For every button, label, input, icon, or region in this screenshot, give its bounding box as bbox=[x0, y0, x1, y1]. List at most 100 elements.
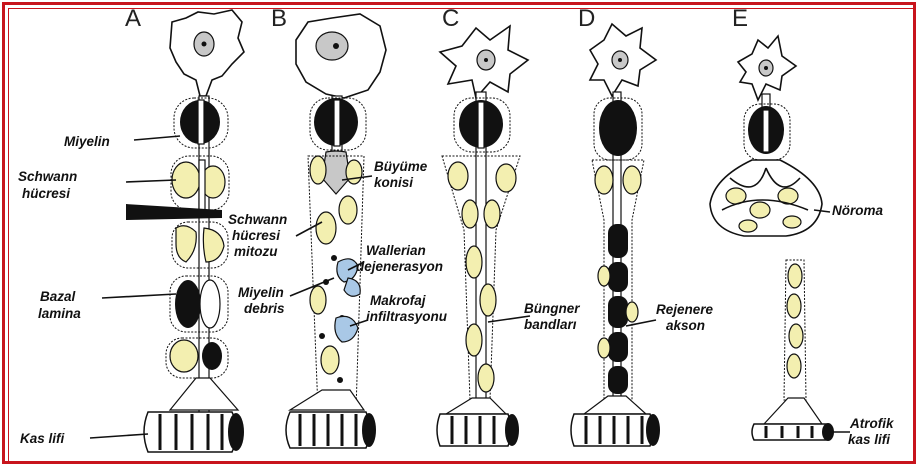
label-rejenere-line2: akson bbox=[666, 318, 705, 333]
neuron-e-nucleolus bbox=[764, 66, 768, 70]
neuron-d-myelin-5 bbox=[608, 332, 628, 362]
neuron-a-myelin-3 bbox=[202, 342, 222, 370]
label-miyelin-debris-line1: Miyelin bbox=[238, 285, 284, 300]
neuron-a-axon-bulge bbox=[200, 280, 220, 328]
neuron-d-schwann-1 bbox=[595, 166, 613, 194]
neuron-d-schwann-4 bbox=[626, 302, 638, 322]
neuron-d-endplate bbox=[584, 396, 646, 414]
label-makrofaj-line2: infiltrasyonu bbox=[366, 309, 448, 324]
neuron-b-axon-core bbox=[334, 100, 340, 146]
label-bungner-line2: bandları bbox=[524, 317, 577, 332]
label-noroma: Nöroma bbox=[832, 203, 883, 218]
label-schwann-mitoz-line2: hücresi bbox=[232, 228, 280, 243]
neuron-d-myelin-1 bbox=[599, 100, 637, 156]
label-rejenere-line1: Rejenere bbox=[656, 302, 714, 317]
neuron-d-myelin-2 bbox=[608, 224, 628, 258]
label-miyelin-debris-line2: debris bbox=[244, 301, 285, 316]
label-makrofaj-line1: Makrofaj bbox=[370, 293, 426, 308]
leader-schwann bbox=[126, 180, 176, 182]
neuron-a-axon-core-2 bbox=[199, 160, 205, 210]
neuron-b-schwann-2 bbox=[346, 160, 362, 184]
neuron-b-nucleolus bbox=[333, 43, 339, 49]
neuron-a-myelin-2 bbox=[175, 280, 201, 328]
neuron-c-schwann-5 bbox=[466, 246, 482, 278]
neuron-c-schwann-7 bbox=[466, 324, 482, 356]
label-wallerian-line1: Wallerian bbox=[366, 243, 426, 258]
neuron-a-axon-core-1 bbox=[198, 100, 204, 144]
debris-dot bbox=[319, 333, 325, 339]
neuron-b-schwann-5 bbox=[321, 346, 339, 374]
neuron-e-axon-core bbox=[763, 110, 769, 152]
label-schwann-mitoz-line1: Schwann bbox=[228, 212, 287, 227]
stage-letter-d: D bbox=[578, 5, 595, 32]
neuron-e bbox=[710, 36, 834, 441]
neuron-e-neuroma-cell-5 bbox=[783, 216, 801, 228]
neuron-b-schwann-4 bbox=[310, 286, 326, 314]
neuron-b-macrophage-3 bbox=[335, 316, 358, 342]
label-atrofik-line1: Atrofik bbox=[849, 416, 895, 431]
debris-dot bbox=[331, 255, 337, 261]
neuron-e-distal-schwann-3 bbox=[789, 324, 803, 348]
neuron-b-endplate bbox=[290, 390, 364, 410]
neuron-b-muscle-end bbox=[362, 413, 376, 447]
neuron-c-schwann-8 bbox=[478, 364, 494, 392]
neuron-b-schwann-1 bbox=[310, 156, 326, 184]
neuron-c-schwann-1 bbox=[448, 162, 468, 190]
neuron-a-schwann-1 bbox=[172, 162, 200, 198]
label-wallerian-line2: dejenerasyon bbox=[356, 259, 443, 274]
neuron-d-myelin-4 bbox=[608, 296, 628, 328]
neuron-a-schwann-4 bbox=[203, 228, 224, 262]
label-schwann-line2: hücresi bbox=[22, 186, 70, 201]
neuron-a-endplate bbox=[170, 378, 238, 410]
neuron-a bbox=[126, 10, 244, 452]
neuron-c-nucleolus bbox=[484, 58, 488, 62]
neuron-b-schwann-3 bbox=[339, 196, 357, 224]
neuron-e-distal-schwann-4 bbox=[787, 354, 801, 378]
leader-miyelin bbox=[134, 136, 180, 140]
neuron-e-endplate bbox=[764, 398, 822, 424]
stage-letter-c: C bbox=[442, 5, 459, 32]
label-kas-lifi: Kas lifi bbox=[20, 431, 65, 446]
stage-letter-e: E bbox=[732, 5, 748, 32]
stage-letter-b: B bbox=[271, 5, 287, 32]
label-buyume-line2: konisi bbox=[374, 175, 413, 190]
neuron-d-muscle-end bbox=[646, 414, 660, 446]
label-schwann-line1: Schwann bbox=[18, 169, 77, 184]
neuron-c-muscle bbox=[437, 414, 511, 446]
neuron-c-schwann-2 bbox=[496, 164, 516, 192]
label-bazal-line1: Bazal bbox=[40, 289, 76, 304]
label-schwann-mitoz-line3: mitozu bbox=[234, 244, 278, 259]
neuron-d-myelin-6 bbox=[608, 366, 628, 394]
neuron-a-nucleolus bbox=[202, 42, 207, 47]
neuron-c-endplate bbox=[446, 398, 506, 414]
leader-kas-lifi bbox=[90, 434, 148, 438]
neuron-d-myelin-3 bbox=[608, 262, 628, 292]
neuron-e-distal-schwann-1 bbox=[788, 264, 802, 288]
neuron-e-atrophic-muscle bbox=[752, 424, 828, 440]
label-bazal-line2: lamina bbox=[38, 306, 81, 321]
neuron-d-schwann-5 bbox=[598, 338, 610, 358]
label-miyelin: Miyelin bbox=[64, 134, 110, 149]
neuron-c-schwann-3 bbox=[462, 200, 478, 228]
neuron-a-muscle-end bbox=[228, 413, 244, 451]
label-bungner-line1: Büngner bbox=[524, 301, 580, 316]
neuron-c bbox=[437, 26, 528, 446]
neuron-e-neuroma-cell-2 bbox=[750, 202, 770, 218]
neuron-a-schwann-5 bbox=[170, 340, 198, 372]
label-buyume-line1: Büyüme bbox=[374, 159, 428, 174]
debris-dot bbox=[337, 377, 343, 383]
neuron-a-schwann-3 bbox=[176, 226, 196, 262]
stage-letter-a: A bbox=[125, 5, 141, 32]
neuron-b-nucleus bbox=[316, 32, 348, 60]
neuron-b bbox=[286, 14, 386, 448]
label-atrofik-line2: kas lifi bbox=[848, 432, 890, 447]
neuron-d-nucleolus bbox=[618, 58, 622, 62]
neuron-c-schwann-6 bbox=[480, 284, 496, 316]
neuron-c-axon-core bbox=[478, 102, 484, 148]
neuron-e-distal-schwann-2 bbox=[787, 294, 801, 318]
neuron-e-neuroma-cell-4 bbox=[739, 220, 757, 232]
neuron-d-schwann-3 bbox=[598, 266, 610, 286]
neuron-d bbox=[571, 24, 660, 446]
